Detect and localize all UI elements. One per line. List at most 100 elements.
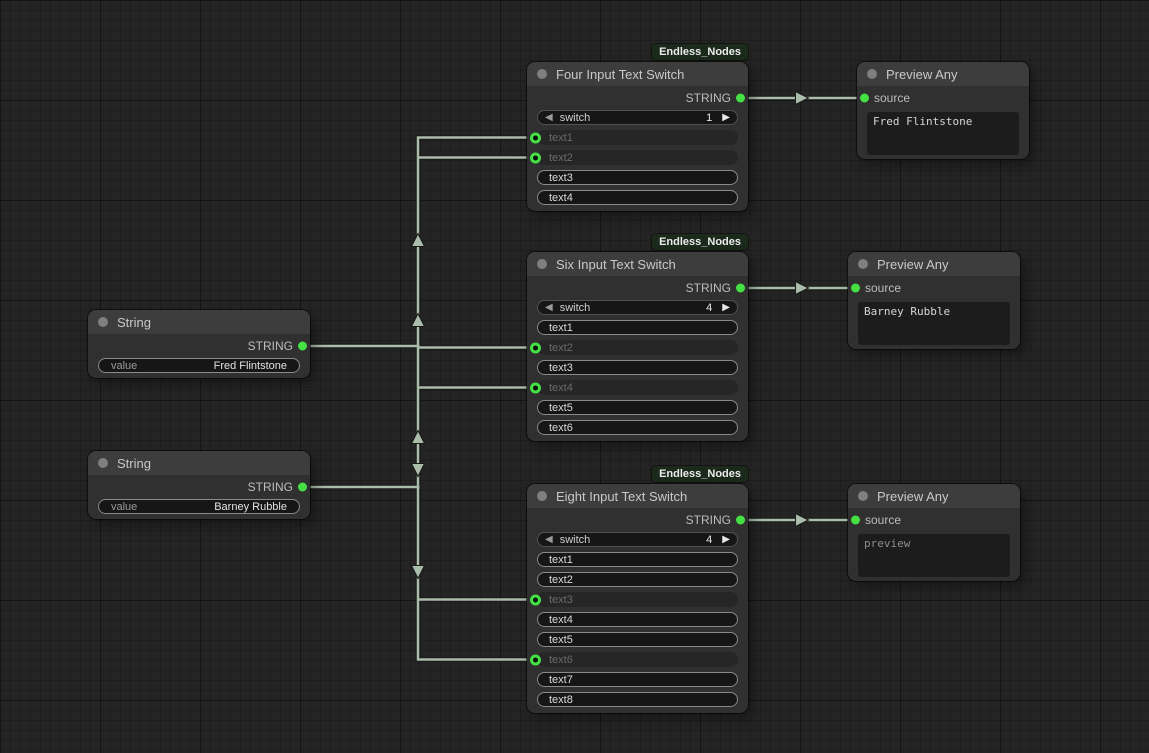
switch-widget[interactable]: ◀ switch 4 ▶ <box>537 300 738 315</box>
collapse-dot-icon[interactable] <box>537 69 547 79</box>
output-slot-row: STRING <box>527 513 748 527</box>
node-six-input-text-switch[interactable]: Six Input Text Switch STRING ◀ switch 4 … <box>527 252 748 441</box>
value-widget-value: Barney Rubble <box>214 500 287 513</box>
output-slot-string[interactable] <box>736 283 745 293</box>
increment-arrow-icon[interactable]: ▶ <box>722 111 730 123</box>
node-title: String <box>117 455 151 471</box>
node-title: Six Input Text Switch <box>556 256 676 272</box>
value-widget-label: value <box>111 359 138 372</box>
input-slot-row: source <box>857 91 1029 105</box>
node-eight-input-text-switch[interactable]: Eight Input Text Switch STRING ◀ switch … <box>527 484 748 713</box>
input-row-text2[interactable]: text2 <box>530 150 738 165</box>
text-widget-label: text5 <box>549 633 573 646</box>
collapse-dot-icon[interactable] <box>98 458 108 468</box>
text-widget-text4[interactable]: text4 <box>537 612 738 627</box>
increment-arrow-icon[interactable]: ▶ <box>722 533 730 545</box>
output-slot-string[interactable] <box>736 93 745 103</box>
node-preview-any-3[interactable]: Preview Any source preview <box>848 484 1020 581</box>
output-slot-string[interactable] <box>298 482 307 492</box>
node-preview-any-2[interactable]: Preview Any source Barney Rubble <box>848 252 1020 349</box>
node-title-bar[interactable]: Four Input Text Switch <box>527 62 748 86</box>
node-string-1[interactable]: String STRING value Fred Flintstone <box>88 310 310 378</box>
input-slot-row: source <box>848 513 1020 527</box>
text-widget-text4[interactable]: text4 <box>537 190 738 205</box>
switch-widget[interactable]: ◀ switch 4 ▶ <box>537 532 738 547</box>
node-title-bar[interactable]: Eight Input Text Switch <box>527 484 748 508</box>
switch-widget-label: switch <box>559 533 591 546</box>
link-vertical-bus <box>416 136 535 661</box>
switch-widget-label: switch <box>559 111 591 124</box>
value-widget[interactable]: value Barney Rubble <box>98 499 300 514</box>
input-slot-source[interactable] <box>860 93 869 103</box>
text-widget-text5[interactable]: text5 <box>537 400 738 415</box>
flow-arrow-right-icon <box>795 512 810 528</box>
input-slot-row: source <box>848 281 1020 295</box>
decrement-arrow-icon[interactable]: ◀ <box>545 301 553 313</box>
node-title-bar[interactable]: String <box>88 451 310 475</box>
increment-arrow-icon[interactable]: ▶ <box>722 301 730 313</box>
decrement-arrow-icon[interactable]: ◀ <box>545 111 553 123</box>
text-widget-text6[interactable]: text6 <box>537 420 738 435</box>
preview-text-widget[interactable]: Fred Flintstone <box>867 112 1019 155</box>
output-slot-string[interactable] <box>736 515 745 525</box>
node-preview-any-1[interactable]: Preview Any source Fred Flintstone <box>857 62 1029 159</box>
node-group-badge: Endless_Nodes <box>652 234 748 250</box>
text-widget-text1[interactable]: text1 <box>537 552 738 567</box>
collapse-dot-icon[interactable] <box>537 491 547 501</box>
input-slot-label: source <box>874 91 911 105</box>
text-widget-text3[interactable]: text3 <box>537 170 738 185</box>
text-widget-text8[interactable]: text8 <box>537 692 738 707</box>
switch-widget[interactable]: ◀ switch 1 ▶ <box>537 110 738 125</box>
input-slot-label: text2 <box>549 341 573 354</box>
input-slot-text4[interactable] <box>530 382 541 393</box>
flow-arrow-right-icon <box>795 90 810 106</box>
input-slot-text2[interactable] <box>530 152 541 163</box>
input-row-text4[interactable]: text4 <box>530 380 738 395</box>
switch-widget-label: switch <box>559 301 591 314</box>
text-widget-label: text8 <box>549 693 573 706</box>
collapse-dot-icon[interactable] <box>867 69 877 79</box>
node-title-bar[interactable]: Preview Any <box>848 484 1020 508</box>
text-widget-text5[interactable]: text5 <box>537 632 738 647</box>
node-title: Four Input Text Switch <box>556 66 685 82</box>
value-widget-label: value <box>111 500 138 513</box>
decrement-arrow-icon[interactable]: ◀ <box>545 533 553 545</box>
text-widget-text1[interactable]: text1 <box>537 320 738 335</box>
collapse-dot-icon[interactable] <box>858 491 868 501</box>
input-slot-source[interactable] <box>851 283 860 293</box>
node-title-bar[interactable]: Preview Any <box>857 62 1029 86</box>
input-slot-text6[interactable] <box>530 654 541 665</box>
node-four-input-text-switch[interactable]: Four Input Text Switch STRING ◀ switch 1… <box>527 62 748 211</box>
collapse-dot-icon[interactable] <box>537 259 547 269</box>
preview-text-widget[interactable]: Barney Rubble <box>858 302 1010 345</box>
collapse-dot-icon[interactable] <box>858 259 868 269</box>
flow-arrow-down-icon <box>410 463 426 478</box>
input-row-text1[interactable]: text1 <box>530 130 738 145</box>
preview-text-widget[interactable]: preview <box>858 534 1010 577</box>
input-row-text2[interactable]: text2 <box>530 340 738 355</box>
input-slot-source[interactable] <box>851 515 860 525</box>
node-title-bar[interactable]: String <box>88 310 310 334</box>
node-title-bar[interactable]: Six Input Text Switch <box>527 252 748 276</box>
switch-widget-value: 4 <box>706 533 713 546</box>
input-slot-text3[interactable] <box>530 594 541 605</box>
input-slot-text1[interactable] <box>530 132 541 143</box>
node-group-badge: Endless_Nodes <box>652 466 748 482</box>
output-slot-string[interactable] <box>298 341 307 351</box>
node-string-2[interactable]: String STRING value Barney Rubble <box>88 451 310 519</box>
text-widget-text2[interactable]: text2 <box>537 572 738 587</box>
collapse-dot-icon[interactable] <box>98 317 108 327</box>
node-title: String <box>117 314 151 330</box>
text-widget-label: text5 <box>549 401 573 414</box>
text-widget-text7[interactable]: text7 <box>537 672 738 687</box>
input-slot-text2[interactable] <box>530 342 541 353</box>
output-slot-label: STRING <box>685 281 731 295</box>
input-row-text6[interactable]: text6 <box>530 652 738 667</box>
text-widget-text3[interactable]: text3 <box>537 360 738 375</box>
node-title-bar[interactable]: Preview Any <box>848 252 1020 276</box>
output-slot-label: STRING <box>247 339 293 353</box>
input-row-text3[interactable]: text3 <box>530 592 738 607</box>
value-widget[interactable]: value Fred Flintstone <box>98 358 300 373</box>
